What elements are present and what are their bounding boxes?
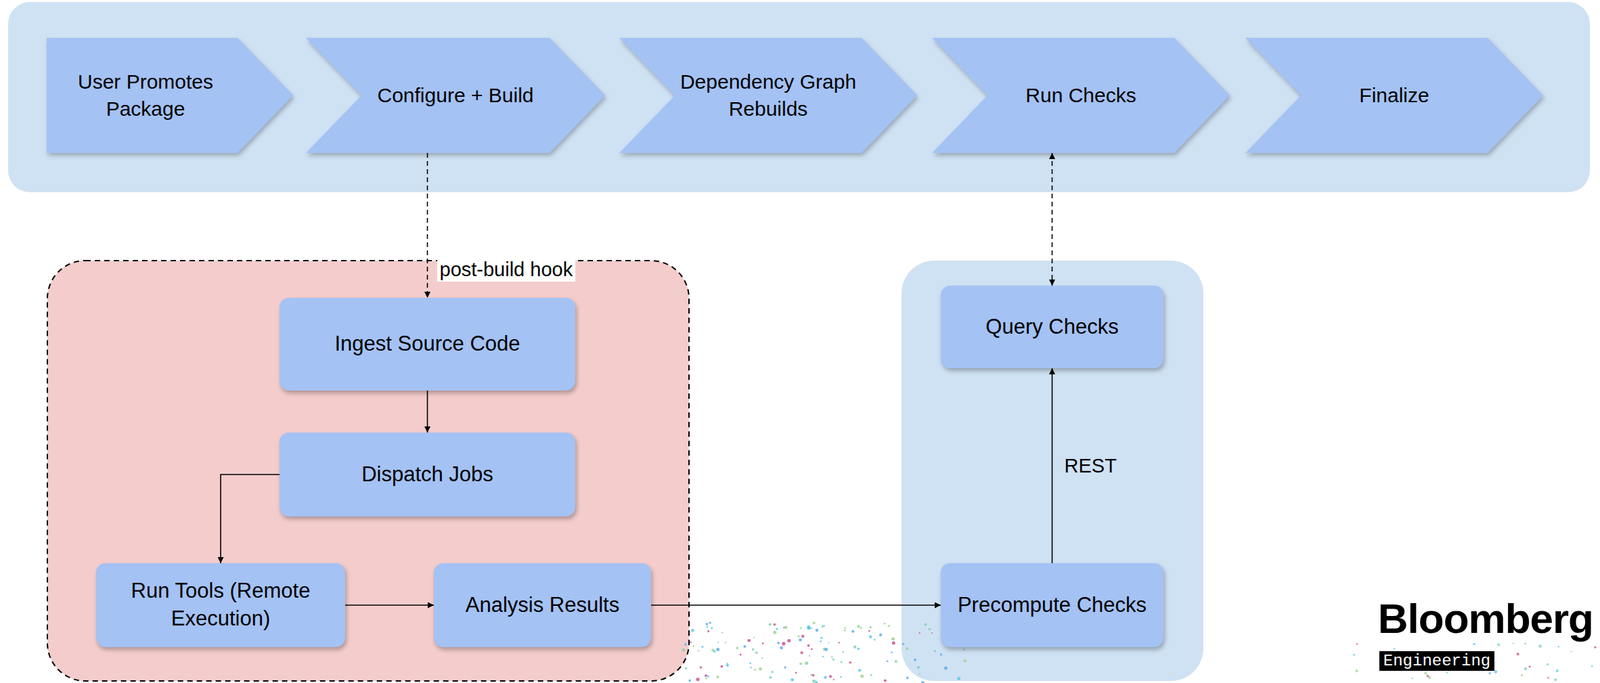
process-box: Dispatch Jobs — [279, 432, 576, 517]
node-text: Dependency Graph Rebuilds — [674, 68, 862, 122]
pipeline-band — [8, 2, 1590, 193]
stage-chevron: User Promotes Package — [46, 37, 294, 153]
stage-chevron: Run Checks — [931, 37, 1230, 153]
node-text: Precompute Checks — [945, 591, 1159, 620]
connector-arrow — [1051, 368, 1054, 564]
process-box: Ingest Source Code — [279, 297, 576, 391]
logo-wordmark: Bloomberg — [1378, 594, 1594, 643]
process-box: Query Checks — [940, 285, 1164, 369]
stage-chevron: Dependency Graph Rebuilds — [619, 37, 918, 153]
node-text: Analysis Results — [453, 591, 632, 620]
connector-arrow — [345, 604, 434, 606]
process-box: Run Tools (Remote Execution) — [96, 563, 346, 648]
node-text: Run Checks — [1022, 81, 1139, 109]
node-text: Ingest Source Code — [322, 330, 532, 359]
process-box: Analysis Results — [433, 563, 652, 648]
analysis-region — [47, 260, 690, 681]
node-text: Configure + Build — [374, 81, 537, 109]
connector-arrow — [1051, 152, 1054, 286]
node-text: Dispatch Jobs — [349, 460, 506, 489]
node-text: User Promotes Package — [53, 68, 238, 122]
stage-chevron: Configure + Build — [305, 37, 606, 153]
stage-chevron: Finalize — [1245, 37, 1544, 153]
connector-arrow — [651, 604, 941, 606]
chevron-shape — [46, 37, 294, 153]
node-text: Query Checks — [973, 313, 1131, 342]
edge-label: REST — [1061, 454, 1120, 478]
connector-arrow — [427, 390, 429, 433]
node-text: Run Tools (Remote Execution) — [96, 577, 346, 633]
chevron-shape — [619, 37, 918, 153]
edge-label: post-build hook — [437, 257, 576, 282]
checks-panel — [901, 260, 1204, 681]
process-box: Precompute Checks — [940, 563, 1164, 648]
connector-arrow — [220, 474, 280, 564]
node-text: Finalize — [1356, 81, 1432, 109]
logo-subtitle: Engineering — [1379, 651, 1495, 671]
connector-arrow — [427, 152, 429, 298]
